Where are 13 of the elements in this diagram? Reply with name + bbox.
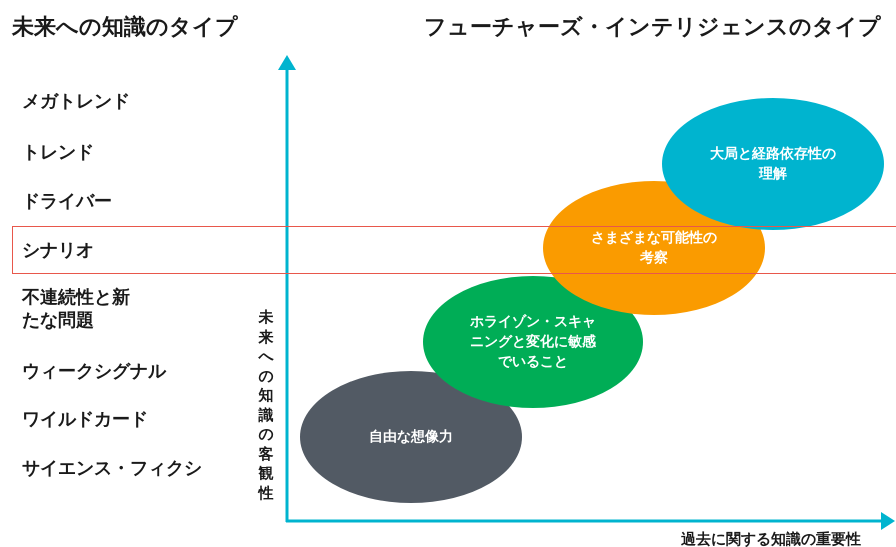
ellipse: 自由な想像力 xyxy=(300,371,522,503)
heading: フューチャーズ・インテリジェンスのタイプ xyxy=(424,14,881,42)
heading: 未来への知識のタイプ xyxy=(12,14,238,42)
category-label: サイエンス・フィクシ xyxy=(22,457,202,480)
category-label: メガトレンド xyxy=(22,90,130,114)
ellipse: 大局と経路依存性の理解 xyxy=(662,98,884,230)
category-label: 不連続性と新たな問題 xyxy=(22,286,131,333)
category-label: ワイルドカード xyxy=(22,408,148,432)
category-label: ウィークシグナル xyxy=(22,360,166,384)
category-label: トレンド xyxy=(22,141,94,164)
axis-label: 未来への知識の客観性 xyxy=(258,308,274,503)
category-label: ドライバー xyxy=(22,190,112,214)
axis-label: 過去に関する知識の重要性 xyxy=(681,530,861,547)
